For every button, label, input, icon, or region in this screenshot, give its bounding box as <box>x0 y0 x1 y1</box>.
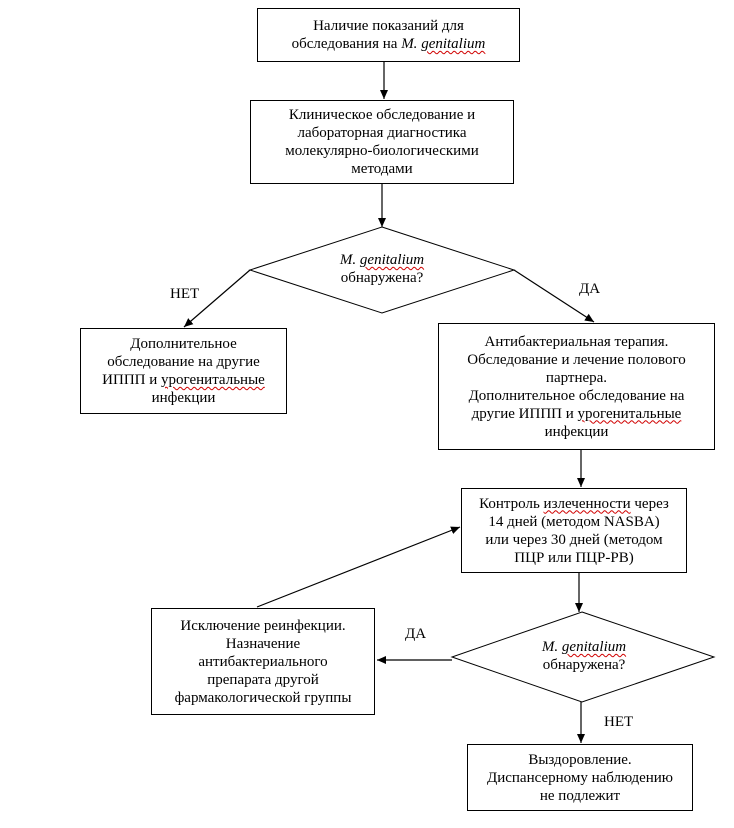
arrow-decision1-to-no <box>183 269 251 328</box>
yes-branch-line-5-prefix: другие ИППП и <box>471 405 578 422</box>
control-line-1-prefix: Контроль <box>479 495 544 512</box>
yes-branch-line-4: Дополнительное обследование на <box>468 387 685 404</box>
recovery-line-2: Диспансерному наблюдению <box>486 769 674 786</box>
exam-line-3: молекулярно-биологическими <box>285 143 479 159</box>
start-species-name: genitalium <box>421 36 486 52</box>
no-branch-line-3-prefix: ИППП и <box>102 372 162 388</box>
no-branch-line-1: Дополнительное <box>130 336 237 352</box>
control-line-4: ПЦР или ПЦР-РВ) <box>514 549 634 566</box>
control-line-3: или через 30 дней (методом <box>485 531 663 548</box>
start-species-abbr: M. <box>401 36 418 52</box>
control-box: Контроль излеченности через 14 дней (мет… <box>461 488 687 573</box>
yes-branch-line-6: инфекции <box>544 423 609 440</box>
exam-line-4: методами <box>351 161 413 177</box>
decision1-question: обнаружена? <box>340 270 424 286</box>
reinfection-line-4: препарата другой <box>207 671 319 688</box>
exam-line-1: Клиническое обследование и <box>288 107 476 123</box>
reinfection-line-2: Назначение <box>225 635 301 652</box>
start-line-1: Наличие показаний для <box>313 18 464 34</box>
decision2-species-abbr: M. <box>541 639 559 655</box>
exam-box: Клиническое обследование и лабораторная … <box>250 100 514 184</box>
decision1-species-abbr: M. <box>339 252 357 268</box>
yes-branch-line-1: Антибактериальная терапия. <box>484 333 669 350</box>
no-branch-box: Дополнительное обследование на другие ИП… <box>80 328 287 414</box>
yes-branch-line-2: Обследование и лечение полового <box>467 351 686 368</box>
control-line-1-suffix: через <box>630 495 669 512</box>
yes-branch-line-5-sq: урогенитальные <box>577 405 682 422</box>
no-branch-line-3-sq: урогенитальные <box>161 372 265 388</box>
label-no-2: НЕТ <box>604 714 634 730</box>
label-no-1: НЕТ <box>170 286 200 302</box>
label-yes-2: ДА <box>405 626 427 642</box>
no-branch-line-4: инфекции <box>151 390 216 406</box>
yes-branch-box: Антибактериальная терапия. Обследование … <box>438 323 715 450</box>
start-box: Наличие показаний для обследования на M.… <box>257 8 520 62</box>
recovery-line-1: Выздоровление. <box>528 751 632 768</box>
decision2-text: M. genitalium обнаружена? <box>502 638 666 674</box>
reinfection-line-1: Исключение реинфекции. <box>180 617 346 634</box>
label-yes-1: ДА <box>579 281 601 297</box>
reinfection-box: Исключение реинфекции. Назначение антиба… <box>151 608 375 715</box>
recovery-box: Выздоровление. Диспансерному наблюдению … <box>467 744 693 811</box>
exam-line-2: лабораторная диагностика <box>297 125 467 141</box>
control-line-1-sq: излеченности <box>543 495 631 512</box>
decision2-species-name: genitalium <box>561 639 627 655</box>
control-line-2: 14 дней (методом NASBA) <box>488 513 660 530</box>
reinfection-line-5: фармакологической группы <box>174 689 352 706</box>
arrow-reinfection-to-control <box>256 526 461 608</box>
decision1-diamond <box>248 226 516 314</box>
yes-branch-line-3: партнера. <box>545 369 608 386</box>
decision2-diamond <box>450 611 716 703</box>
no-branch-line-2: обследование на другие <box>107 354 260 370</box>
start-line-2-prefix: обследования на <box>291 36 402 52</box>
recovery-line-3: не подлежит <box>539 787 621 804</box>
decision2-question: обнаружена? <box>542 657 626 673</box>
decision1-species-name: genitalium <box>359 252 425 268</box>
decision1-text: M. genitalium обнаружена? <box>300 251 464 287</box>
reinfection-line-3: антибактериального <box>198 653 328 670</box>
arrow-decision1-to-yes <box>513 269 595 323</box>
